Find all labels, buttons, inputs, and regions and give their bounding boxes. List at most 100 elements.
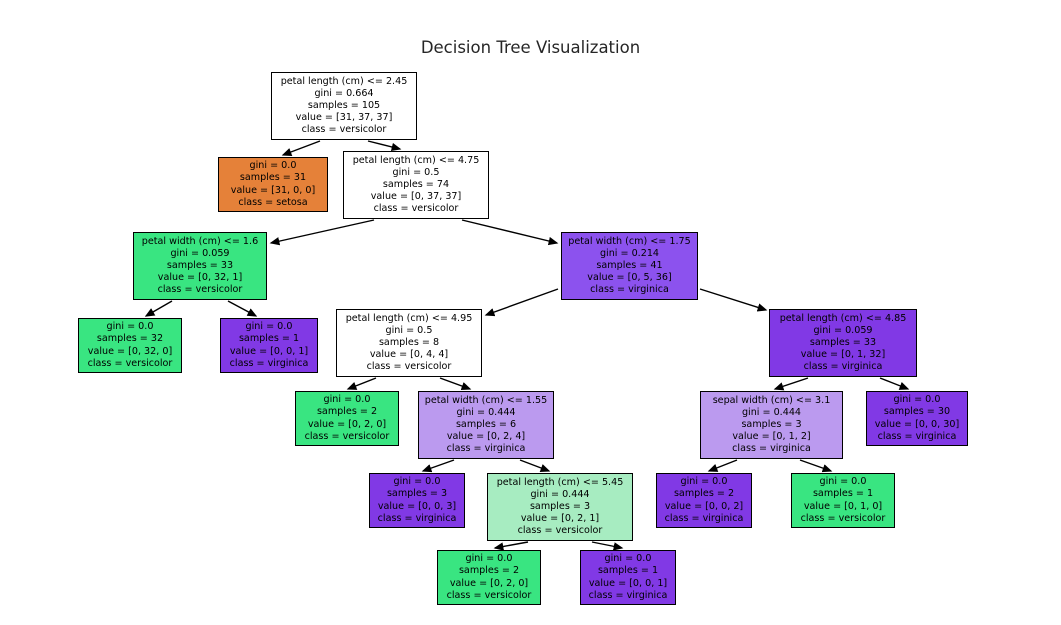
node-text-line: class = versicolor (517, 525, 603, 537)
node-text-line: value = [0, 0, 1] (588, 577, 668, 589)
node-text-line: samples = 33 (166, 259, 234, 271)
node-text-line: class = versicolor (304, 430, 390, 442)
node-text-line: value = [31, 37, 37] (295, 112, 393, 124)
node-text-line: samples = 74 (382, 178, 450, 190)
node-text-line: class = virginica (877, 430, 957, 442)
node-text-line: value = [0, 4, 4] (369, 349, 449, 361)
node-text-line: gini = 0.444 (530, 488, 590, 500)
node-text-line: value = [0, 0, 30] (874, 418, 960, 430)
node-text-line: petal length (cm) <= 5.45 (496, 476, 624, 488)
node-text-line: gini = 0.0 (393, 476, 441, 488)
node-text-line: value = [0, 5, 36] (587, 272, 672, 284)
node-text-line: value = [0, 1, 0] (803, 500, 883, 512)
node-text-line: petal length (cm) <= 4.85 (779, 312, 907, 324)
node-text-line: value = [0, 2, 0] (449, 577, 529, 589)
node-text-line: gini = 0.0 (245, 321, 293, 333)
node-text-line: value = [0, 2, 0] (307, 418, 387, 430)
node-text-line: value = [0, 32, 1] (157, 272, 243, 284)
node-text-line: samples = 1 (597, 565, 659, 577)
node-text-line: value = [0, 2, 4] (446, 431, 526, 443)
node-text-line: petal length (cm) <= 4.95 (345, 312, 473, 324)
node-text-line: class = virginica (803, 361, 883, 373)
node-text-line: class = virginica (229, 357, 309, 369)
node-text-line: gini = 0.444 (456, 406, 516, 418)
node-text-line: gini = 0.059 (170, 247, 230, 259)
node-text-line: class = versicolor (373, 203, 459, 215)
node-text-line: samples = 3 (529, 500, 591, 512)
node-text-line: gini = 0.664 (314, 87, 374, 99)
node-text-line: petal length (cm) <= 2.45 (280, 75, 408, 87)
node-text-line: samples = 1 (238, 333, 300, 345)
node-text-line: samples = 2 (316, 406, 378, 418)
node-text-line: samples = 6 (455, 418, 517, 430)
node-text-line: value = [0, 0, 3] (377, 500, 457, 512)
node-text-line: gini = 0.0 (465, 553, 513, 565)
node-text-line: gini = 0.0 (323, 394, 371, 406)
node-text-line: gini = 0.214 (599, 247, 660, 259)
node-text-line: samples = 8 (378, 336, 440, 348)
node-text-line: samples = 33 (809, 336, 877, 348)
node-text-line: value = [31, 0, 0] (230, 184, 316, 196)
node-text-line: class = virginica (664, 512, 744, 524)
node-text-line: samples = 31 (239, 172, 307, 184)
node-text-line: samples = 105 (307, 99, 381, 111)
node-text-line: gini = 0.444 (741, 406, 802, 418)
node-text-line: class = setosa (238, 196, 308, 208)
node-text-line: samples = 1 (812, 488, 874, 500)
node-text-line: class = versicolor (366, 361, 452, 373)
node-text-line: class = virginica (588, 589, 668, 601)
node-text-line: value = [0, 1, 32] (800, 349, 886, 361)
node-text-line: samples = 32 (96, 333, 164, 345)
node-text-line: samples = 30 (883, 406, 951, 418)
node-text-line: gini = 0.0 (604, 553, 652, 565)
node-text-line: petal width (cm) <= 1.6 (141, 235, 259, 247)
node-text-line: class = versicolor (87, 357, 173, 369)
node-text-line: class = versicolor (800, 512, 886, 524)
node-text-line: samples = 3 (741, 418, 802, 430)
node-text-line: value = [0, 0, 1] (229, 345, 309, 357)
node-text-line: gini = 0.0 (106, 321, 154, 333)
node-text-line: gini = 0.0 (893, 394, 941, 406)
node-text-line: samples = 3 (386, 488, 448, 500)
node-text-line: petal length (cm) <= 4.75 (352, 154, 480, 166)
node-text-line: value = [0, 37, 37] (370, 191, 462, 203)
node-text-line: sepal width (cm) <= 3.1 (712, 394, 831, 406)
node-text-line: class = virginica (446, 443, 526, 455)
node-text-line: class = versicolor (301, 124, 387, 136)
node-text-line: samples = 2 (673, 488, 735, 500)
node-text-line: value = [0, 0, 2] (664, 500, 744, 512)
node-text-line: gini = 0.059 (813, 324, 873, 336)
node-text-line: class = virginica (377, 512, 457, 524)
node-text-line: value = [0, 1, 2] (732, 431, 811, 443)
node-text-line: samples = 41 (596, 259, 663, 271)
node-text-line: class = versicolor (157, 284, 243, 296)
node-text-line: value = [0, 32, 0] (87, 345, 173, 357)
node-text-line: gini = 0.5 (392, 166, 440, 178)
figure-title: Decision Tree Visualization (420, 38, 641, 57)
node-text-line: gini = 0.0 (819, 476, 867, 488)
node-text-line: value = [0, 2, 1] (520, 513, 600, 525)
node-text-line: gini = 0.0 (249, 160, 297, 172)
node-text-line: petal width (cm) <= 1.55 (424, 394, 548, 406)
